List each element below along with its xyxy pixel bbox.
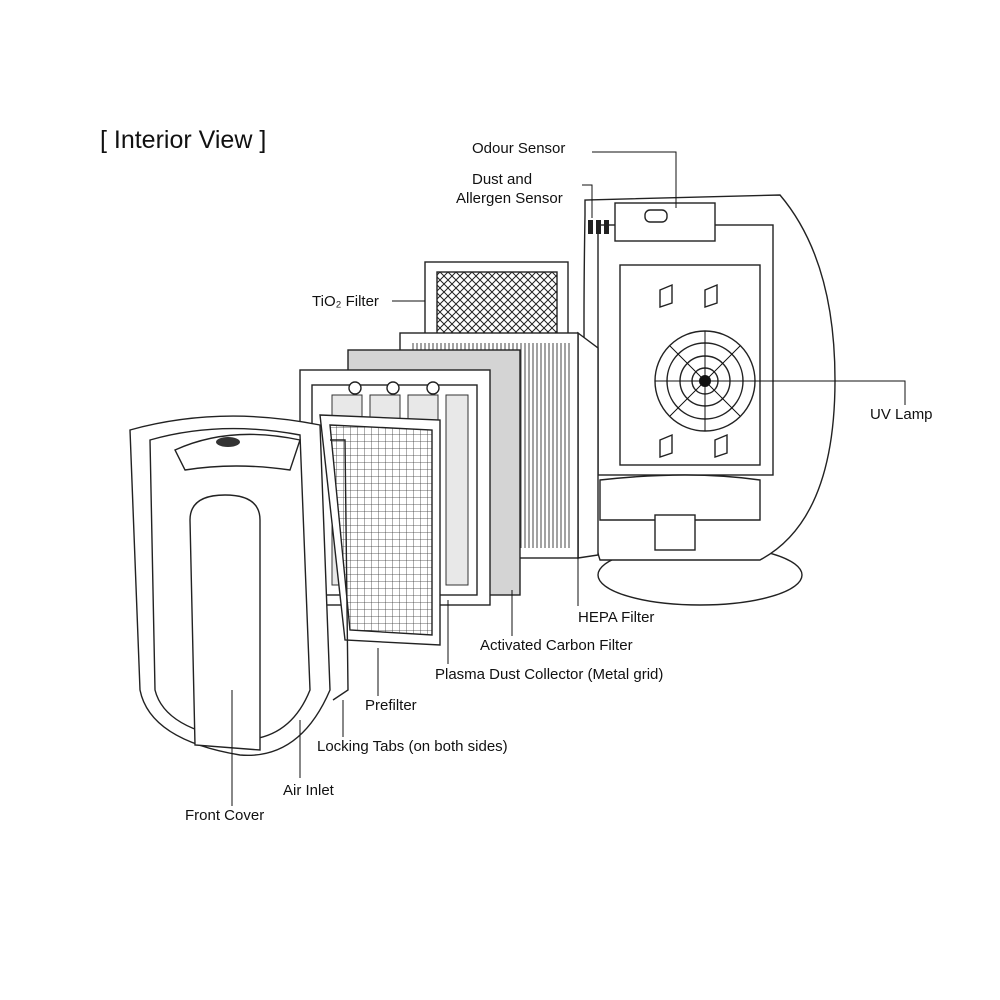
label-locking-tabs: Locking Tabs (on both sides) — [317, 738, 508, 755]
control-panel-knob — [216, 437, 240, 447]
label-dust-sensor-line1: Dust and — [472, 171, 532, 188]
label-front-cover: Front Cover — [185, 807, 264, 824]
label-plasma-collector: Plasma Dust Collector (Metal grid) — [435, 666, 663, 683]
tio2-filter — [424, 261, 569, 341]
label-air-inlet: Air Inlet — [283, 782, 335, 799]
label-carbon-filter: Activated Carbon Filter — [480, 637, 633, 654]
main-unit — [583, 194, 836, 606]
label-uv-lamp: UV Lamp — [870, 406, 933, 423]
leader-lines — [231, 151, 906, 806]
prefilter — [319, 414, 441, 646]
label-dust-sensor-line2: Allergen Sensor — [456, 190, 563, 207]
front-cover — [129, 415, 331, 757]
label-prefilter: Prefilter — [365, 697, 417, 714]
label-odour-sensor: Odour Sensor — [472, 140, 565, 157]
diagram-title: [ Interior View ] — [100, 126, 266, 154]
label-tio2-filter: TiO₂ Filter — [312, 293, 379, 310]
dust-sensor-vents — [588, 220, 609, 234]
label-hepa-filter: HEPA Filter — [578, 609, 654, 626]
locking-tab — [330, 439, 349, 701]
